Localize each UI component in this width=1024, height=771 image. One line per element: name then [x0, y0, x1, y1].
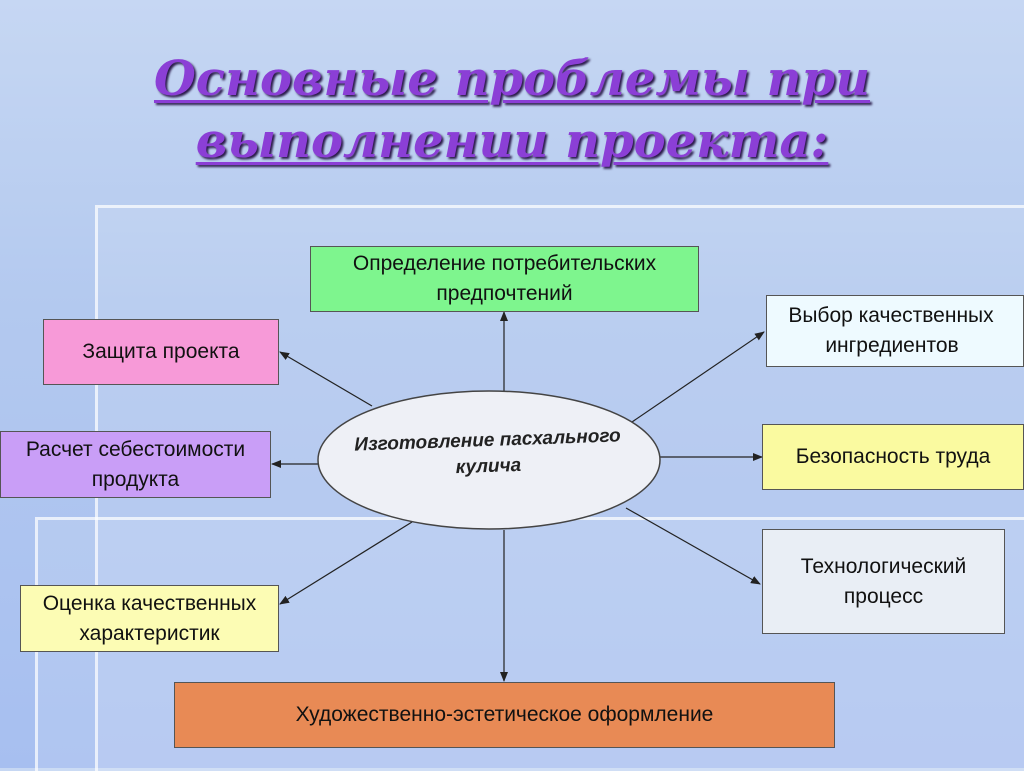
node-cost: Расчет себестоимости продукта	[0, 431, 271, 498]
node-tech-process: Технологический процесс	[762, 529, 1005, 634]
arrow-to-quality	[279, 521, 413, 605]
slide-title-line-1: Основные проблемы при	[153, 51, 870, 107]
slide-title-line-2: выполнении проекта:	[195, 113, 829, 169]
node-ingredients: Выбор качественных ингредиентов	[766, 295, 1024, 367]
arrow-to-ingredients	[631, 331, 765, 423]
arrow-to-defense	[279, 351, 373, 407]
center-ellipse	[317, 390, 661, 530]
node-quality: Оценка качественных характеристик	[20, 585, 279, 652]
node-safety: Безопасность труда	[762, 424, 1024, 490]
node-consumer-prefs: Определение потребительских предпочтений	[310, 246, 699, 312]
node-artistic: Художественно-эстетическое оформление	[174, 682, 835, 748]
arrow-to-tech-process	[625, 507, 761, 585]
slide-title: Основные проблемы при выполнении проекта…	[0, 48, 1024, 172]
node-defense: Защита проекта	[43, 319, 279, 385]
